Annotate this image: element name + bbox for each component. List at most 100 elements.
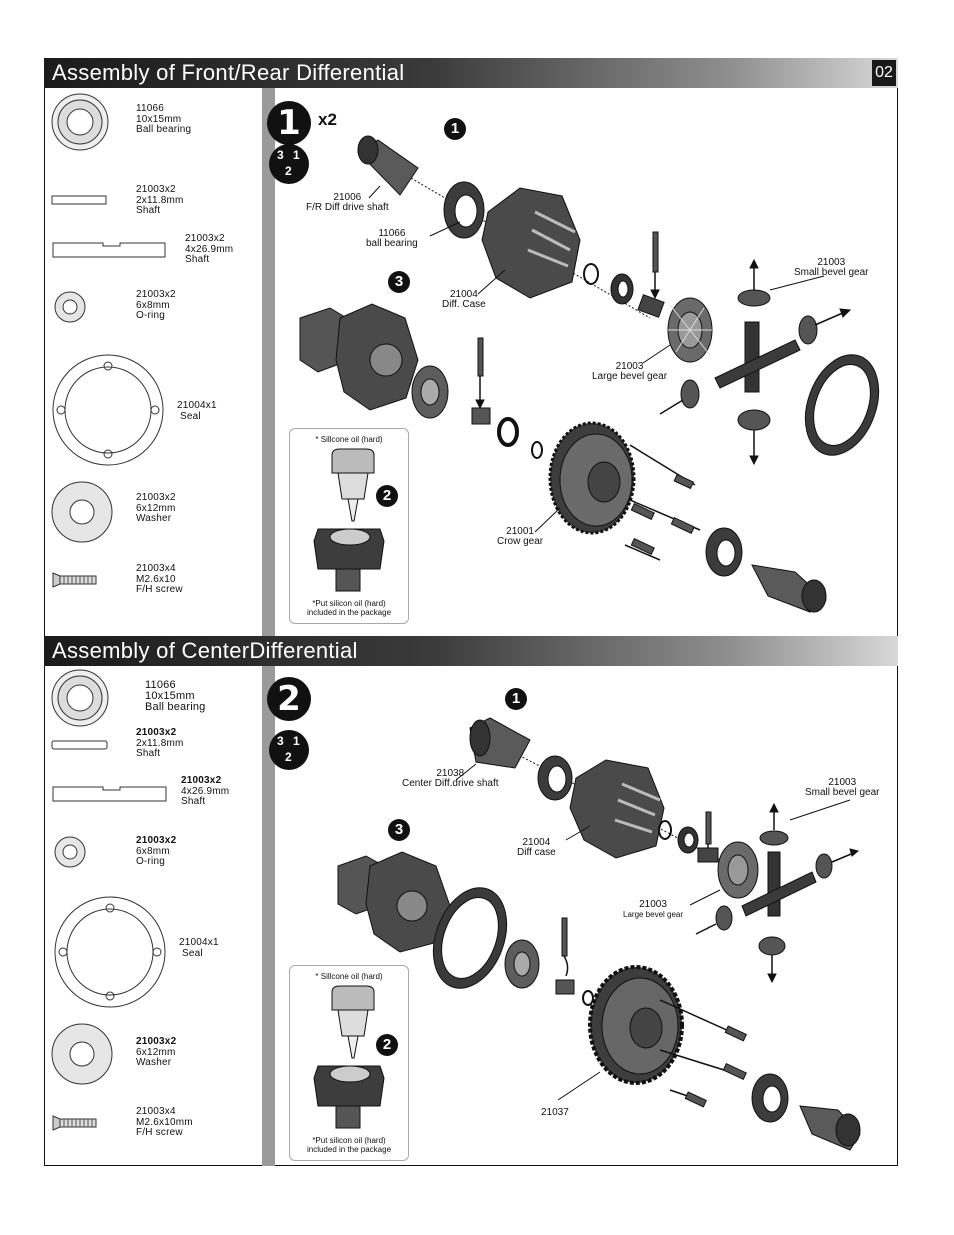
small-bevel-gear-left-icon — [659, 379, 700, 415]
drive-shaft-icon — [357, 135, 419, 196]
large-bevel-gear-icon-2 — [717, 841, 759, 899]
diff-case-icon — [481, 187, 581, 299]
small-bevel-gear-right-icon-2 — [815, 848, 860, 879]
bushing-icon — [471, 407, 491, 425]
ball-bearing-part-icon-3 — [537, 755, 573, 801]
step-number-badge: 1 — [267, 101, 311, 145]
ball-bearing-icon — [51, 93, 109, 151]
bevel-gear-assembled-icon — [411, 365, 449, 419]
crown-gear-icon — [548, 421, 636, 535]
screws-icon — [624, 444, 701, 561]
small-bevel-gear-top-icon-2 — [759, 802, 789, 846]
substep-2-badge: 2 — [376, 485, 398, 507]
screw-icon — [52, 572, 97, 588]
section2-banner: Assembly of CenterDifferential — [44, 636, 898, 666]
substep-1-badge-2: 1 — [505, 688, 527, 710]
oil-bottle-icon-2 — [313, 985, 385, 1129]
o-ring-icon-2 — [54, 836, 86, 868]
section2-title: Assembly of CenterDifferential — [52, 638, 358, 663]
seal-icon-2 — [54, 896, 166, 1008]
page-number: 02 — [872, 60, 896, 86]
shaft-short-icon-2 — [51, 740, 108, 750]
diff-case-icon-2 — [569, 759, 665, 859]
ball-bearing-part-icon — [443, 181, 485, 239]
washer-icon-2 — [51, 1023, 113, 1085]
substep-2-badge-2: 2 — [376, 1034, 398, 1056]
shaft-long-icon — [52, 242, 166, 258]
oil-bottle-icon — [313, 448, 385, 592]
silicone-oil-box-2: * Sillcone oil (hard) 2 *Put silicon oil… — [289, 965, 409, 1161]
seal-part-icon — [804, 354, 880, 456]
small-bevel-gear-bottom-icon-2 — [758, 936, 786, 984]
part-seal: 21004x1 Seal — [177, 400, 217, 422]
spur-gear-icon — [588, 965, 684, 1085]
drive-shaft-icon-2 — [751, 564, 827, 613]
substep-3-badge-2: 3 — [388, 819, 410, 841]
seal-icon — [52, 354, 164, 466]
cross-shaft-icon-2 — [741, 851, 817, 917]
quantity-multiplier: x2 — [318, 110, 337, 129]
o-ring-icon — [54, 291, 86, 323]
center-drive-shaft-icon-2 — [799, 1105, 861, 1151]
silicone-oil-box: * Sillcone oil (hard) 2 *Put silicon oil… — [289, 428, 409, 624]
seal-part-icon-2 — [432, 887, 508, 989]
cross-shaft-icon — [714, 321, 801, 393]
step-number-badge-2: 2 — [267, 677, 311, 721]
small-bevel-gear-bottom-icon — [737, 409, 771, 466]
screws-icon-2 — [659, 999, 747, 1108]
section1-title: Assembly of Front/Rear Differential — [52, 60, 405, 85]
center-drive-shaft-icon — [469, 717, 531, 769]
section1-banner: Assembly of Front/Rear Differential 02 — [44, 58, 898, 88]
ball-bearing-part-icon-4 — [751, 1073, 789, 1123]
ball-bearing-icon-2 — [51, 669, 109, 727]
small-bevel-gear-top-icon — [737, 258, 771, 307]
screw-icon-2 — [52, 1115, 97, 1131]
substep-1-badge: 1 — [444, 118, 466, 140]
small-bevel-gear-right-icon — [798, 308, 852, 345]
bevel-gear-assembled-icon-2 — [504, 939, 540, 989]
part-seal-2: 21004x1 Seal — [179, 937, 219, 959]
diff-assembly-icon — [299, 303, 419, 411]
diff-assembly-icon-2 — [337, 851, 451, 953]
section2-divider — [262, 666, 275, 1166]
substep-3-badge: 3 — [388, 271, 410, 293]
shaft-bushing-icon — [637, 294, 665, 318]
section1-divider — [262, 88, 275, 638]
o-ring-small-icon — [497, 417, 519, 447]
shaft-long-icon-2 — [52, 786, 167, 802]
washer-icon — [51, 481, 113, 543]
ball-bearing-part-icon-2 — [705, 527, 743, 577]
label-spur-gear: 21037 — [541, 1107, 569, 1118]
shaft-short-icon — [51, 195, 107, 205]
o-ring-part-icon — [583, 263, 599, 285]
large-bevel-gear-icon — [667, 297, 713, 363]
small-bevel-gear-left-icon-2 — [695, 905, 733, 935]
